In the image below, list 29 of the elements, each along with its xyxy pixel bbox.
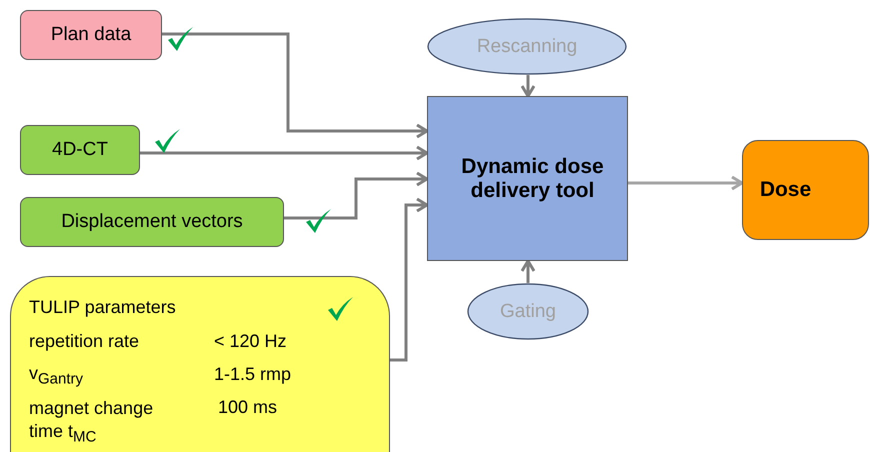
node-label: Displacement vectors: [61, 211, 243, 233]
input-box: [20, 10, 162, 60]
input-box: [20, 197, 284, 247]
option-ellipse: [427, 18, 627, 75]
parameter-value: < 120 Hz: [214, 331, 287, 352]
output-box: [742, 140, 869, 240]
parameter-name: magnet change time t$_{MC}$: [29, 397, 154, 447]
parameter-value: 100 ms: [218, 397, 278, 418]
option-ellipse: [467, 283, 589, 340]
node-label: Gating: [500, 300, 556, 322]
arrow: [520, 260, 536, 283]
arrow: [390, 198, 428, 362]
node-label: Dose: [760, 178, 812, 202]
parameter-value: 1-1.5 rmp: [214, 364, 292, 385]
parameter-name: v$_{Gantry}$: [29, 363, 84, 388]
parameter-panel: [10, 276, 390, 452]
node-label: 4D-CT: [52, 139, 108, 161]
process-box: [427, 96, 628, 261]
arrow: [520, 75, 536, 98]
node-label: Dynamic dose delivery tool: [460, 154, 605, 202]
panel-heading: TULIP parameters: [29, 297, 176, 318]
node-label: Rescanning: [476, 36, 578, 58]
input-box: [20, 125, 140, 175]
arrow: [628, 176, 744, 190]
arrow: [284, 172, 428, 220]
arrow: [140, 146, 428, 160]
node-label: Plan data: [50, 24, 132, 46]
arrow: [162, 32, 428, 138]
parameter-name: repetition rate: [29, 331, 140, 352]
